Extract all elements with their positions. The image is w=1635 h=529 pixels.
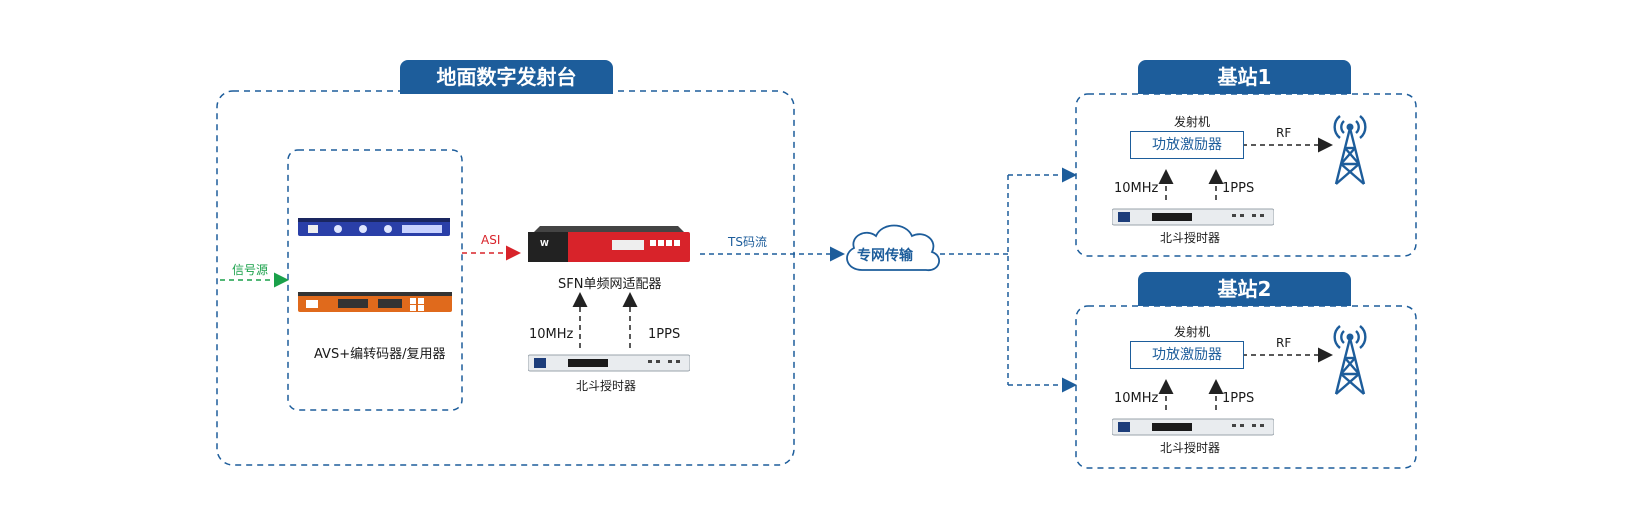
base1-title: 基站1 [1138,60,1351,94]
base1-10mhz-label: 10MHz [1114,181,1159,196]
encoder-device-orange [298,290,452,316]
base1-rf-label: RF [1276,126,1292,140]
base2-10mhz-label: 10MHz [1114,391,1159,406]
base1-amp-box: 功放激励器 [1130,131,1244,159]
station-frame [216,90,795,466]
left-timing-device [527,353,691,373]
base2-title: 基站2 [1138,272,1351,306]
encoder-device-blue [298,216,450,240]
sfn-adapter-caption: SFN单频网适配器 [558,277,662,292]
base1-tower-icon [1326,108,1374,186]
base2-1pps-label: 1PPS [1222,391,1255,406]
asi-label: ASI [481,233,501,247]
cloud-icon [846,224,940,271]
sfn-adapter-device: W [528,226,690,266]
encoder-caption: AVS+编转码器/复用器 [314,347,446,362]
base1-1pps-label: 1PPS [1222,181,1255,196]
left-1pps-label: 1PPS [648,327,681,342]
left-10mhz-label: 10MHz [529,327,574,342]
base2-amp-box: 功放激励器 [1130,341,1244,369]
signal-source-label: 信号源 [232,263,269,277]
base1-timing-caption: 北斗授时器 [1160,231,1221,245]
station-title: 地面数字发射台 [400,60,613,94]
cloud-label: 专网传输 [857,248,913,264]
svg-text:W: W [540,239,549,248]
base2-tower-icon [1326,318,1374,396]
left-timing-caption: 北斗授时器 [576,379,637,393]
base2-rf-label: RF [1276,336,1292,350]
encoder-frame [287,149,463,411]
base1-timing-device [1111,207,1275,227]
base2-timing-caption: 北斗授时器 [1160,441,1221,455]
base2-timing-device [1111,417,1275,437]
base1-transmitter-label: 发射机 [1174,115,1211,129]
base2-transmitter-label: 发射机 [1174,325,1211,339]
ts-stream-label: TS码流 [728,235,767,249]
